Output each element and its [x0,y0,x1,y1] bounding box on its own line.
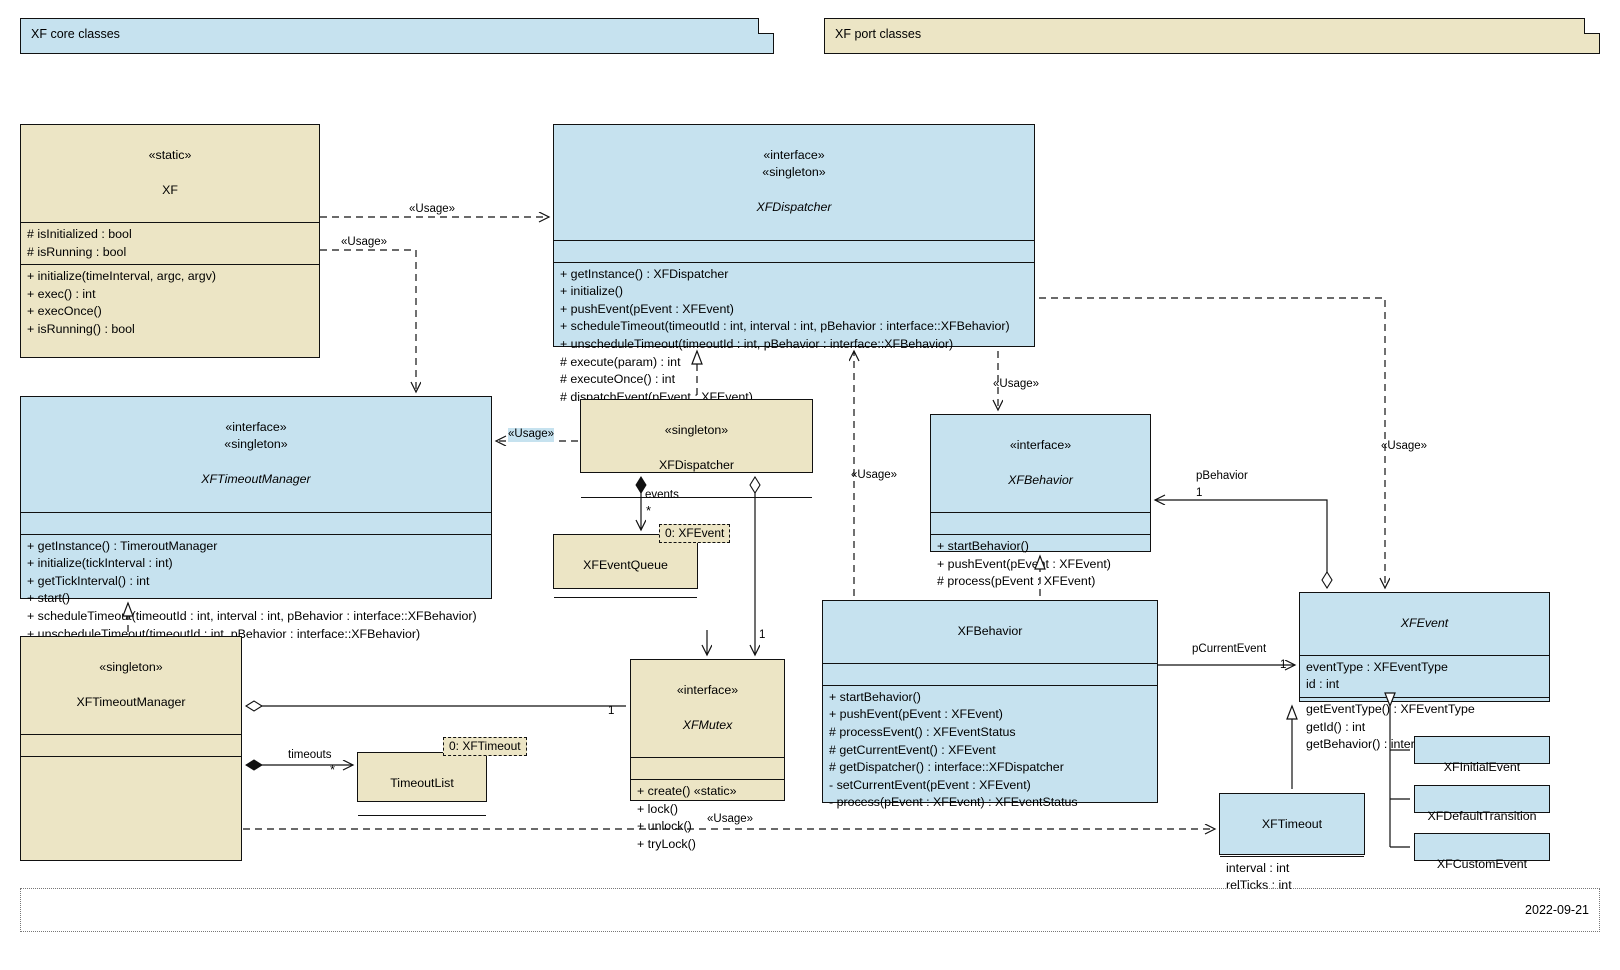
class-xfdispatcher-singleton-name: XFDispatcher [658,457,735,472]
class-xf-operations: + initialize(timeInterval, argc, argv) +… [21,264,319,357]
class-xfevent-name: XFEvent [1400,615,1449,630]
class-xfdispatcher-interface-stereotypes: «interface» «singleton» [762,147,826,180]
class-xftimeoutmanager-interface-stereotypes: «interface» «singleton» [224,419,288,452]
label-role-pcurrentevent: pCurrentEvent [1192,643,1267,655]
class-xftimeoutmanager-singleton-operations [21,756,241,860]
class-xf-name: XF [162,182,178,197]
class-xfeventqueue-name: XFEventQueue [583,557,668,572]
class-xfdefaulttransition-header: XFDefaultTransition [1415,786,1549,848]
class-xfbehavior-interface-header: «interface» XFBehavior [931,415,1150,512]
class-xfmutex-interface-operations: + create() «static» + lock() + unlock() … [631,779,784,856]
class-xfevent[interactable]: XFEvent eventType : XFEventType id : int… [1299,592,1550,751]
class-xfmutex-interface-header: «interface» XFMutex [631,660,784,757]
class-xfbehavior-interface-attributes [931,512,1150,534]
label-usage-dispatcher-to-behavior: «Usage» [993,378,1040,390]
label-usage-timeoutmanager-to-timeout: «Usage» [707,813,754,825]
class-xftimeoutmanager-singleton-name: XFTimeoutManager [76,694,186,709]
class-xf-attributes: # isInitialized : bool # isRunning : boo… [21,222,319,264]
class-xfcustomevent-header: XFCustomEvent [1415,834,1549,896]
class-xftimeout-header: XFTimeout [1220,794,1364,856]
class-timeoutlist-operations [358,814,486,822]
label-usage-xf-to-dispatcher: «Usage» [409,203,456,215]
class-xfdispatcher-singleton-operations [581,497,812,504]
class-xftimeoutmanager-singleton-stereotypes: «singleton» [99,659,163,674]
class-xfbehavior-operations: + startBehavior() + pushEvent(pEvent : X… [823,684,1157,815]
class-xfdispatcher-interface-operations: + getInstance() : XFDispatcher + initial… [554,261,1034,410]
class-xfdefaulttransition-name: XFDefaultTransition [1427,808,1537,823]
class-xftimeoutmanager-singleton-attributes [21,734,241,756]
class-xfdefaulttransition[interactable]: XFDefaultTransition [1414,785,1550,823]
class-xf-stereotypes: «static» [148,147,192,162]
package-fold-corner-icon [1584,18,1600,34]
label-role-events: events [645,489,679,501]
package-fold-corner-icon [758,18,774,34]
class-xfinitialevent[interactable]: XFInitialEvent [1414,736,1550,774]
class-xftimeoutmanager-interface-name: XFTimeoutManager [201,472,311,487]
diagram-date: 2022-09-21 [1525,903,1589,917]
diagram-footer-frame: 2022-09-21 [20,888,1600,932]
class-xfdispatcher-interface-header: «interface» «singleton» XFDispatcher [554,125,1034,240]
class-xfbehavior[interactable]: XFBehavior + startBehavior() + pushEvent… [822,600,1158,809]
class-xfdispatcher-singleton-stereotypes: «singleton» [664,422,729,437]
class-xftimeoutmanager-singleton-header: «singleton» XFTimeoutManager [21,637,241,734]
class-xftimeoutmanager-singleton[interactable]: «singleton» XFTimeoutManager [20,636,242,861]
class-xftimeoutmanager-interface[interactable]: «interface» «singleton» XFTimeoutManager… [20,396,492,658]
label-role-timeouts: timeouts [288,749,332,761]
class-xfdispatcher-interface-name: XFDispatcher [756,200,832,215]
qualifier-timeout: 0: XFTimeout [443,737,527,756]
label-multiplicity-timeouts: * [330,762,336,777]
class-xfmutex-interface-stereotypes: «interface» [676,682,739,697]
class-xfdispatcher-singleton-header: «singleton» XFDispatcher [581,400,812,497]
class-xfmutex-interface-name: XFMutex [682,717,733,732]
class-xfevent-attributes: eventType : XFEventType id : int [1300,654,1549,697]
class-xfcustomevent-name: XFCustomEvent [1436,856,1528,871]
class-xfbehavior-interface-stereotypes: «interface» [1009,437,1072,452]
class-xfdispatcher-interface-attributes [554,239,1034,262]
label-usage-dispatcher-to-event: «Usage» [1381,440,1428,452]
package-xf-port-classes: XF port classes [824,18,1600,54]
class-xfdispatcher-interface[interactable]: «interface» «singleton» XFDispatcher + g… [553,124,1035,404]
class-xfmutex-interface-attributes [631,757,784,779]
label-multiplicity-events: * [646,503,652,518]
class-timeoutlist[interactable]: TimeoutList [357,752,487,816]
class-xftimeoutmanager-interface-operations: + getInstance() : TimeroutManager + init… [21,533,491,664]
label-multiplicity-mutex-top: 1 [759,629,766,641]
class-xftimeoutmanager-interface-header: «interface» «singleton» XFTimeoutManager [21,397,491,512]
class-xftimeout-name: XFTimeout [1261,816,1323,831]
class-xfeventqueue-operations [554,596,697,604]
package-xf-core-classes: XF core classes [20,18,774,54]
package-label: XF core classes [31,27,120,41]
class-xfeventqueue-header: XFEventQueue [554,535,697,597]
class-xfeventqueue[interactable]: XFEventQueue [553,534,698,598]
class-xfbehavior-interface[interactable]: «interface» XFBehavior + startBehavior()… [930,414,1151,588]
class-timeoutlist-name: TimeoutList [390,775,454,790]
class-xfcustomevent[interactable]: XFCustomEvent [1414,833,1550,871]
class-xftimeout[interactable]: XFTimeout interval : int relTicks : int [1219,793,1365,892]
class-timeoutlist-header: TimeoutList [358,753,486,815]
class-xfbehavior-interface-operations: + startBehavior() + pushEvent(pEvent : X… [931,534,1150,594]
class-xftimeoutmanager-interface-attributes [21,511,491,534]
class-xfbehavior-attributes [823,662,1157,685]
class-xfbehavior-interface-name: XFBehavior [1008,472,1073,487]
class-xf[interactable]: «static» XF # isInitialized : bool # isR… [20,124,320,358]
qualifier-event: 0: XFEvent [659,524,731,543]
label-usage-behavior-to-dispatcher: «Usage» [851,469,898,481]
class-xfbehavior-header: XFBehavior [823,601,1157,663]
class-xfdispatcher-singleton[interactable]: «singleton» XFDispatcher [580,399,813,499]
label-usage-dispatcher-impl-to-interface: «Usage» [508,428,555,442]
package-label: XF port classes [835,27,922,41]
class-xfinitialevent-header: XFInitialEvent [1415,737,1549,799]
label-usage-xf-to-timeoutmanager: «Usage» [341,236,388,248]
class-xf-header: «static» XF [21,125,319,222]
label-role-pbehavior: pBehavior [1196,470,1248,482]
class-xfinitialevent-name: XFInitialEvent [1443,759,1521,774]
label-multiplicity-mutex-left: 1 [608,705,615,717]
class-xfmutex-interface[interactable]: «interface» XFMutex + create() «static» … [630,659,785,851]
label-multiplicity-pcurrentevent: 1 [1280,659,1287,671]
label-multiplicity-pbehavior: 1 [1196,487,1203,499]
class-xfbehavior-name: XFBehavior [957,623,1023,638]
class-xfevent-header: XFEvent [1300,593,1549,655]
